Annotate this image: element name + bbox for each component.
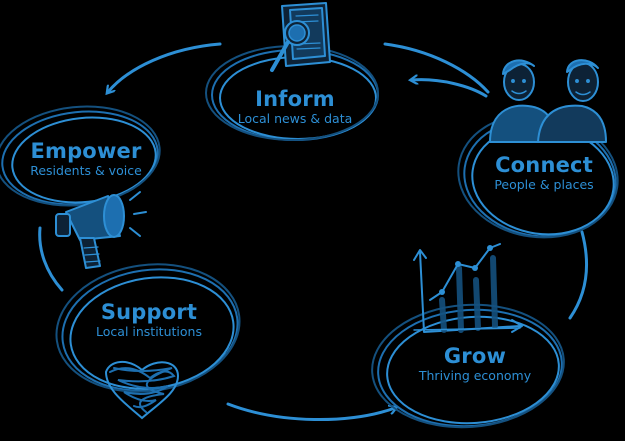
line-chart-icon <box>413 243 523 333</box>
arrow-connect-to-grow <box>568 230 588 320</box>
arrow-inform-to-empower <box>108 42 222 92</box>
newspaper-magnifier-icon <box>270 2 331 72</box>
arrow-connect-to-inform <box>383 42 490 94</box>
arrow-grow-to-support <box>226 402 395 421</box>
scribble-heart-icon <box>104 361 180 420</box>
megaphone-icon <box>55 191 147 269</box>
support-title: Support <box>100 300 198 324</box>
empower-subtitle: Residents & voice <box>30 163 142 179</box>
grow-subtitle: Thriving economy <box>418 368 532 384</box>
grow-title: Grow <box>443 344 507 368</box>
node-connect: Connect People & places <box>465 153 623 193</box>
arrow-connect-to-inform-head <box>412 80 488 98</box>
two-people-icon <box>489 59 607 143</box>
node-grow: Grow Thriving economy <box>400 344 550 384</box>
connect-title: Connect <box>495 153 593 177</box>
inform-title: Inform <box>255 87 335 111</box>
connect-subtitle: People & places <box>494 177 594 193</box>
node-empower: Empower Residents & voice <box>6 139 166 179</box>
empower-title: Empower <box>30 139 142 163</box>
node-inform: Inform Local news & data <box>212 87 378 127</box>
support-subtitle: Local institutions <box>96 324 202 340</box>
grow-circle <box>371 303 565 429</box>
cycle-arrows <box>38 42 588 421</box>
inform-subtitle: Local news & data <box>237 111 353 127</box>
arrow-support-to-empower <box>38 226 64 292</box>
node-support: Support Local institutions <box>68 300 230 340</box>
